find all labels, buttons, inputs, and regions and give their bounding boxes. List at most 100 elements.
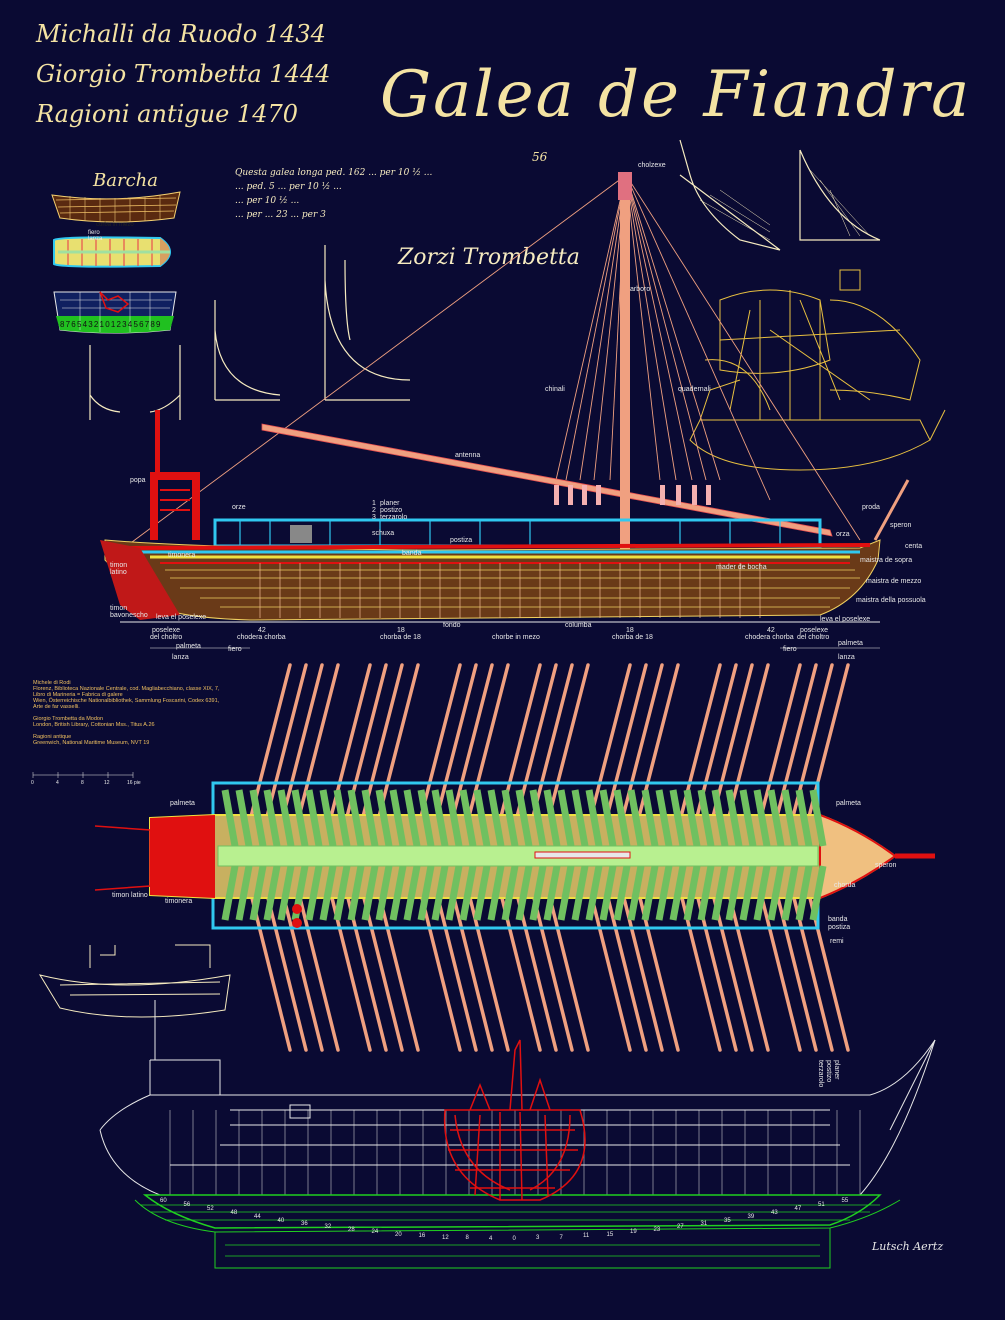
bench-fwd: [473, 789, 491, 847]
ref-1-title: Michele di Rodi: [33, 680, 71, 686]
corsia: [217, 845, 819, 867]
manuscript-signature: Zorzi Trombetta: [398, 245, 580, 270]
bench-fwd: [613, 789, 631, 847]
bench-aft: [347, 865, 365, 921]
antenna: [261, 423, 833, 537]
label-arboro: arboro: [630, 286, 651, 293]
ref-1-line-4: Arte de far vasselli.: [33, 704, 80, 710]
station-number: 36: [301, 1220, 308, 1227]
midship-section: [443, 1039, 586, 1201]
label-speron: speron: [890, 522, 912, 529]
plan-label-postizo: postizo: [825, 1060, 832, 1083]
station-number: 4: [489, 1235, 493, 1242]
bench-aft: [627, 865, 645, 921]
label-columba: columba: [565, 622, 592, 629]
oar-lower: [673, 868, 722, 1052]
oar-upper: [769, 663, 818, 842]
bench-fwd: [375, 789, 393, 847]
bench-aft: [221, 865, 239, 921]
plan-label-banda: banda: [828, 916, 848, 923]
oar-upper: [493, 663, 542, 842]
bench-fwd: [697, 789, 715, 847]
bench-aft: [319, 865, 337, 921]
bench-fwd: [291, 789, 309, 847]
plan-label-remi: remi: [830, 938, 844, 945]
bench-fwd: [809, 789, 827, 847]
label-chorbe-in-mezo: chorbe in mezo: [492, 634, 540, 641]
station-number: 52: [207, 1206, 214, 1213]
label-planer: planer: [380, 500, 400, 507]
station-number: 56: [183, 1202, 191, 1209]
label-leva-fwd: leva el poselexe: [820, 616, 871, 623]
label-fiero-aft: fiero: [228, 646, 242, 653]
label-palmeta-aft: palmeta: [176, 643, 201, 650]
bench-aft: [641, 865, 659, 921]
label-postizo: postizo: [380, 507, 403, 514]
ref-3-title: Ragioni antique: [33, 734, 72, 740]
label-maistra-possaola: maistra della possuola: [856, 597, 926, 604]
ref-3-line-1: Greenwich, National Maritime Museum, NVT…: [33, 740, 150, 746]
label-terzarolo: terzarolo: [380, 514, 408, 521]
scale-tick-0: 0: [31, 780, 34, 786]
oar-upper: [673, 663, 722, 842]
references: Michele di Rodi Florenz, Biblioteca Nazi…: [33, 680, 243, 746]
oar-lower: [705, 868, 754, 1052]
oar-upper: [461, 663, 510, 842]
bench-aft: [739, 865, 757, 921]
label-planer-num-1: 1: [372, 500, 376, 507]
bench-aft: [585, 865, 603, 921]
bench-aft: [445, 865, 463, 921]
station-number: 51: [818, 1202, 825, 1209]
bench-aft: [543, 865, 561, 921]
bench-fwd: [655, 789, 673, 847]
station-number: 60: [160, 1198, 167, 1204]
station-number: 0: [512, 1235, 516, 1242]
station-number: 3: [536, 1235, 540, 1242]
bench-fwd: [767, 789, 785, 847]
oar-lower: [461, 868, 510, 1052]
bench-aft: [613, 865, 631, 921]
manuscript-line-1: Questa galea longa ped. 162 ... per 10 ½…: [235, 168, 433, 178]
oar-lower: [631, 868, 680, 1052]
label-42-fwd: 42: [767, 627, 775, 634]
barcha-frame-numbers: 876543210123456789: [60, 320, 162, 329]
bench-aft: [403, 865, 421, 921]
bench-aft: [795, 865, 813, 921]
manuscript-line-2: ... ped. 5 ... per 10 ½ ...: [235, 182, 342, 192]
label-18-aft: 18: [397, 627, 405, 634]
station-number: 8: [465, 1235, 469, 1242]
barcha-label-fiero: fiero: [88, 230, 100, 236]
oar-lower: [243, 868, 292, 1052]
bench-fwd: [431, 789, 449, 847]
bench-fwd: [781, 789, 799, 847]
label-proda: proda: [862, 504, 880, 511]
bench-fwd: [599, 789, 617, 847]
oar-upper: [323, 663, 372, 842]
label-lanza-fwd: lanza: [838, 654, 855, 661]
cog-sketch: [689, 269, 946, 471]
artist-signature: Lutsch Aertz: [872, 1240, 944, 1253]
bench-fwd: [627, 789, 645, 847]
station-number: 35: [724, 1217, 731, 1224]
label-timon-bavonescho-1: timon: [110, 605, 128, 612]
ref-1-line-1: Florenz, Biblioteca Nazionale Centrale, …: [33, 686, 220, 692]
bench-aft: [487, 865, 505, 921]
bench-fwd: [585, 789, 603, 847]
oar-lower: [769, 868, 818, 1052]
barcha-label-corba: corba in mezo: [96, 222, 134, 228]
oar-lower: [615, 868, 664, 1052]
oar-upper: [509, 663, 558, 842]
station-number: 20: [395, 1231, 402, 1238]
label-timon-bavonescho-2: bavonescho: [110, 612, 148, 619]
oar-lower: [785, 868, 834, 1052]
bench-aft: [277, 865, 295, 921]
station-number: 55: [841, 1198, 849, 1204]
bench-aft: [305, 865, 323, 921]
label-palmeta-fwd: palmeta: [838, 640, 863, 647]
scale-tick-12: 12: [104, 780, 110, 786]
label-centa: centa: [905, 543, 923, 550]
station-number: 31: [700, 1220, 708, 1227]
label-chorba-18-aft: chorba de 18: [380, 634, 421, 641]
bench-fwd: [487, 789, 505, 847]
